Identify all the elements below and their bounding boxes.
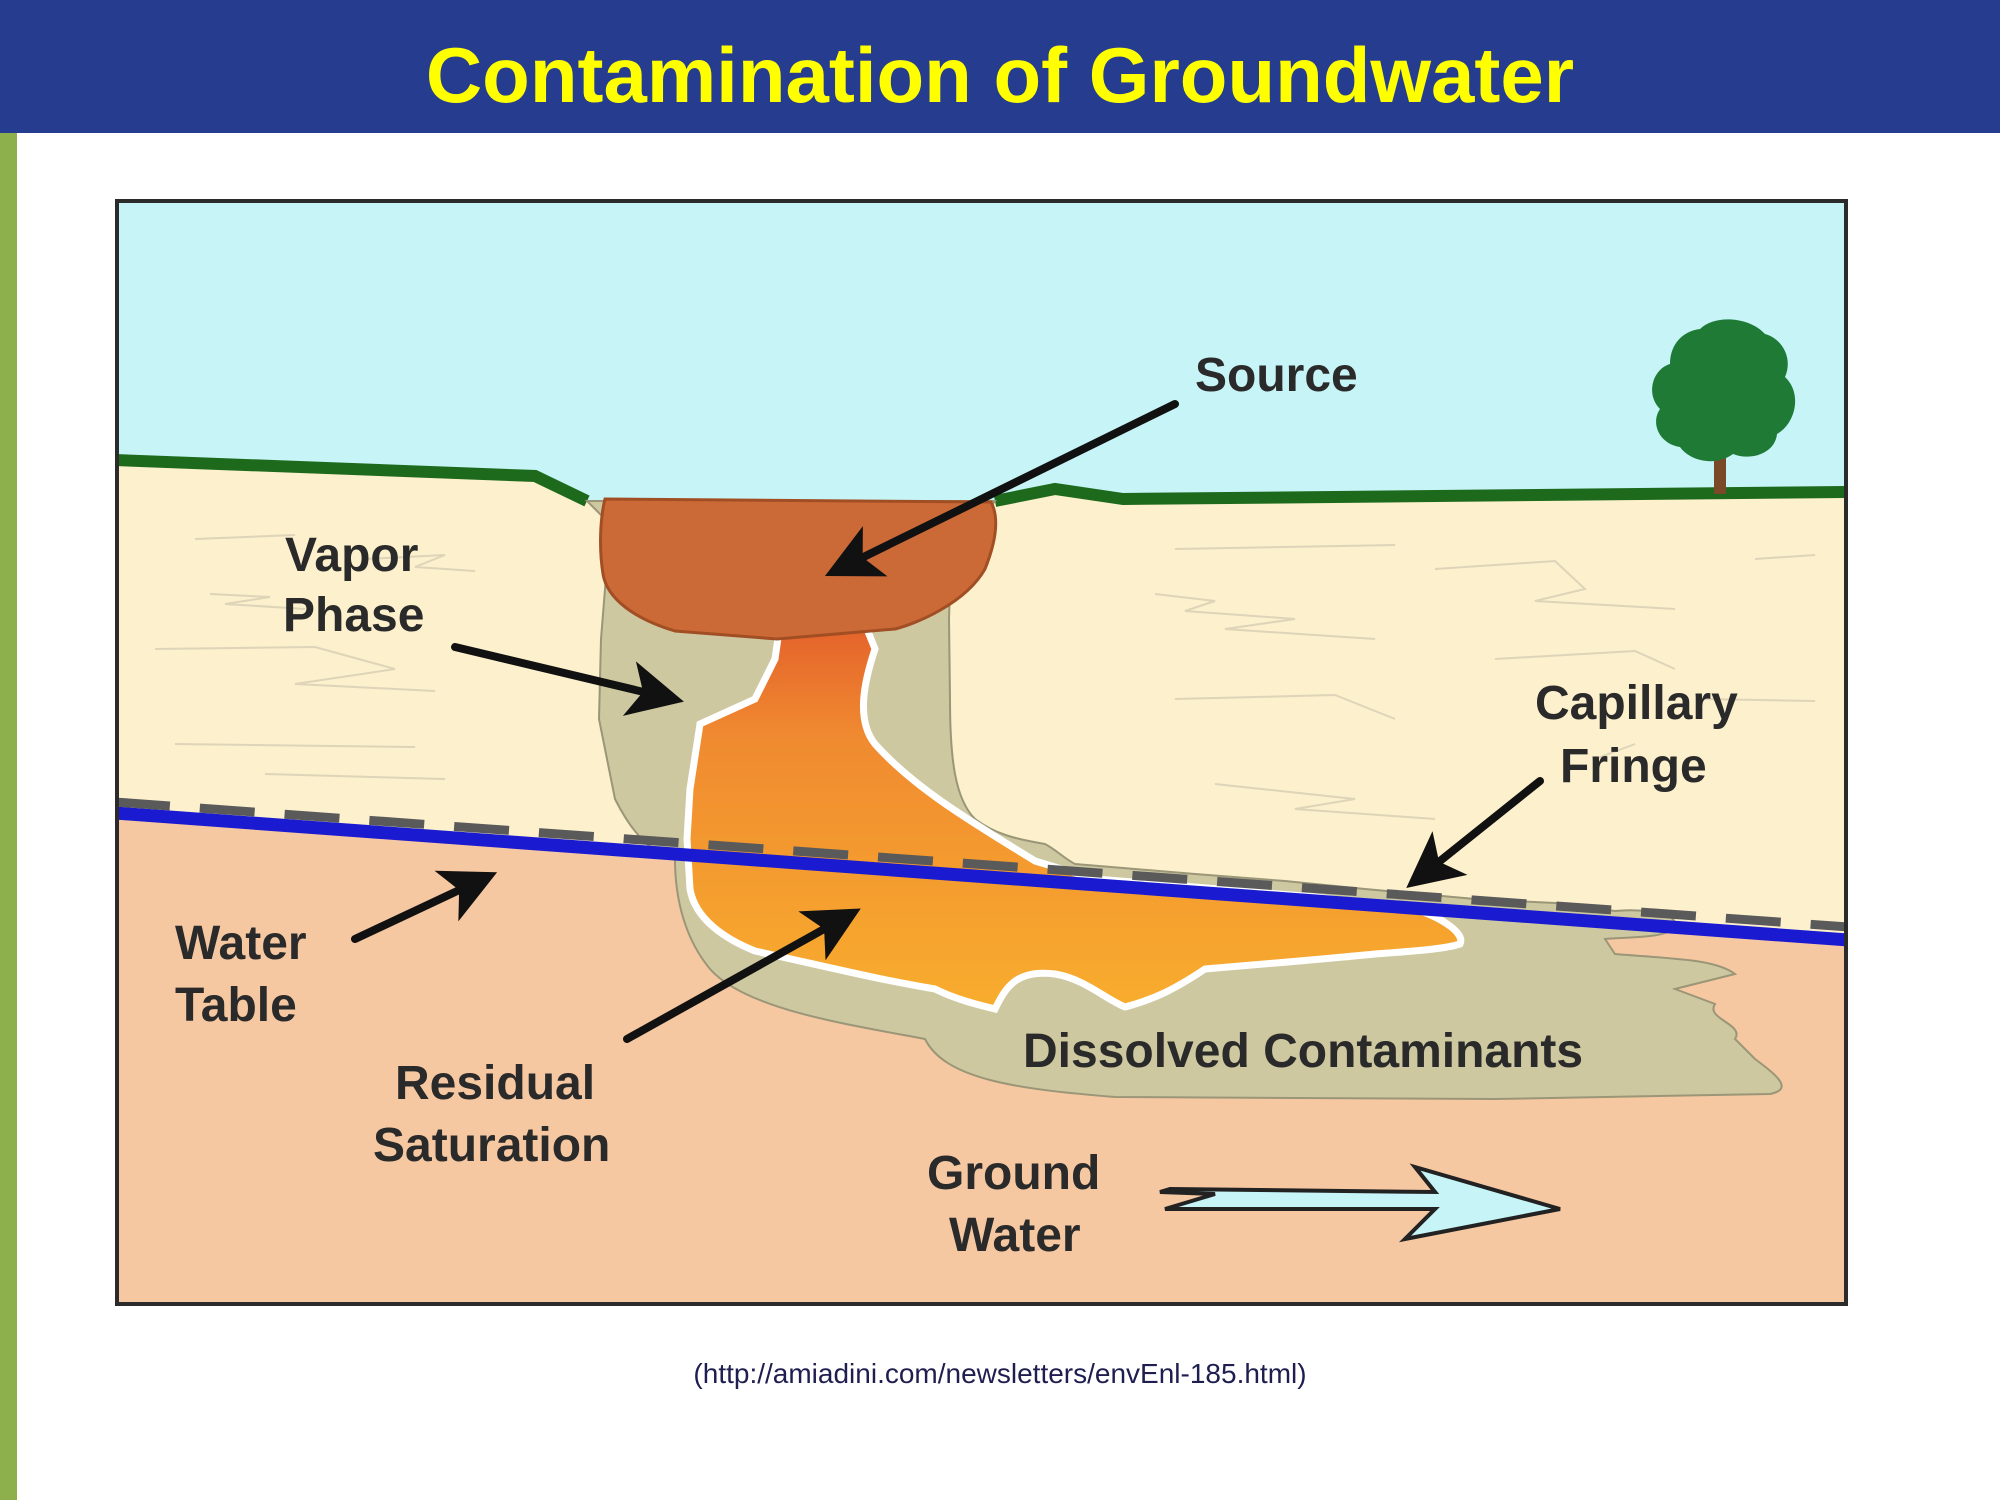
water-table-line [118,806,1845,947]
vapor-phase-arrow [451,643,684,716]
label-water-table-line1: Water [175,917,307,970]
soil-texture [154,534,1816,820]
label-dissolved-contaminants: Dissolved Contaminants [1023,1025,1583,1078]
label-ground-water-line1: Ground [927,1147,1100,1200]
source-pit [599,497,998,641]
label-vapor-phase-line1: Vapor [285,529,418,582]
diagram-frame [115,199,1848,1306]
label-residual-saturation-line1: Residual [395,1057,595,1110]
ground-water-flow-arrow-icon [1159,1163,1561,1243]
title-bar [0,0,2000,133]
capillary-fringe-arrow [1406,777,1544,888]
tree-icon [1652,319,1796,494]
label-residual-saturation-line2: Saturation [373,1119,610,1172]
water-table-arrow [351,870,498,943]
left-accent-bar [0,133,17,1500]
residual-saturation-arrow [623,908,861,1043]
groundwater-diagram: Source Vapor Phase Capillary Fringe Wate… [115,199,1848,1306]
label-vapor-phase-line2: Phase [283,589,424,642]
source-citation: (http://amiadini.com/newsletters/envEnl-… [693,1358,1307,1389]
label-arrows [351,400,1544,1043]
source-arrow [824,400,1179,577]
ground-surface-line [118,454,1845,507]
label-capillary-fringe-line1: Capillary [1535,677,1738,730]
residual-saturation-plume [683,585,1465,1014]
page-title: Contamination of Groundwater [425,31,1575,119]
capillary-fringe-line [118,797,1845,932]
label-source: Source [1195,349,1358,402]
label-water-table-line2: Table [175,979,297,1032]
label-ground-water-line2: Water [949,1209,1081,1262]
label-capillary-fringe-line2: Fringe [1560,740,1707,793]
